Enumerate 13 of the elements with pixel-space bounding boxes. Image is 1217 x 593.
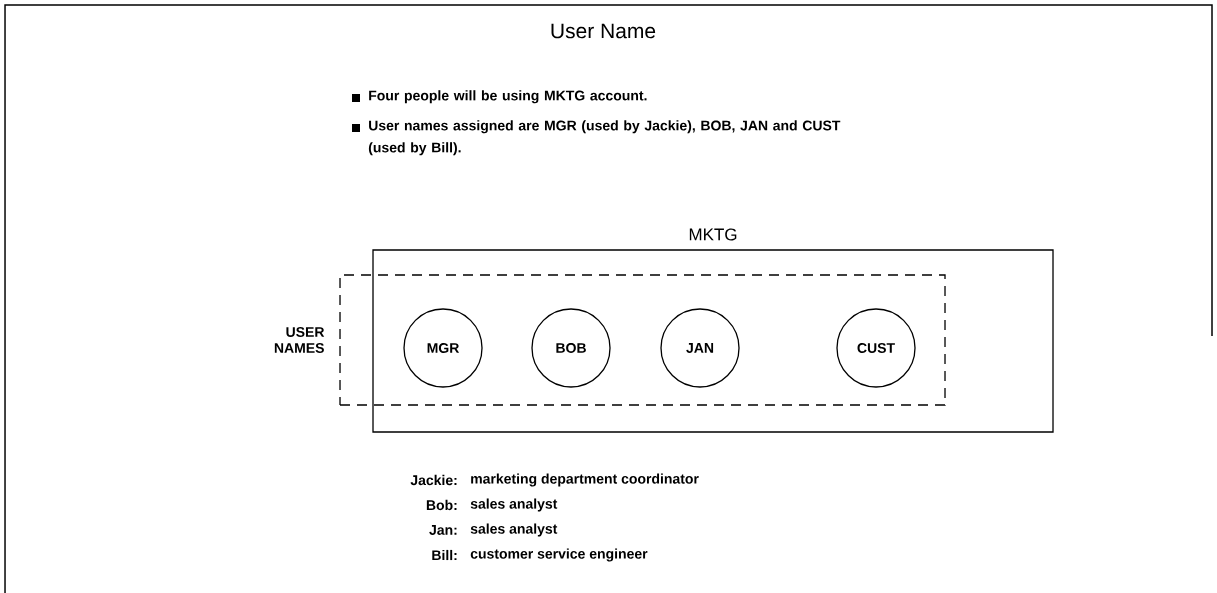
node-label: MKTG: [689, 228, 737, 241]
person-name: Jackie:: [410, 474, 457, 486]
bullet-text: Four people will be using MKTG account.: [369, 90, 647, 104]
bullet-text: User names assigned are MGR (used by Jackie), BOB, JAN and CUST (used by Bill).: [368, 120, 841, 156]
role-description: sales analyst: [470, 498, 558, 512]
person-name: Bill:: [432, 549, 457, 561]
person-name: Jan:: [429, 525, 457, 535]
role-description: marketing department coordinator: [471, 473, 699, 487]
node-label: USER NAMES: [274, 327, 325, 353]
title: User Name: [551, 23, 656, 39]
person-name: Bob:: [426, 499, 457, 511]
role-description: sales analyst: [470, 523, 558, 537]
role-description: customer service engineer: [470, 548, 648, 562]
